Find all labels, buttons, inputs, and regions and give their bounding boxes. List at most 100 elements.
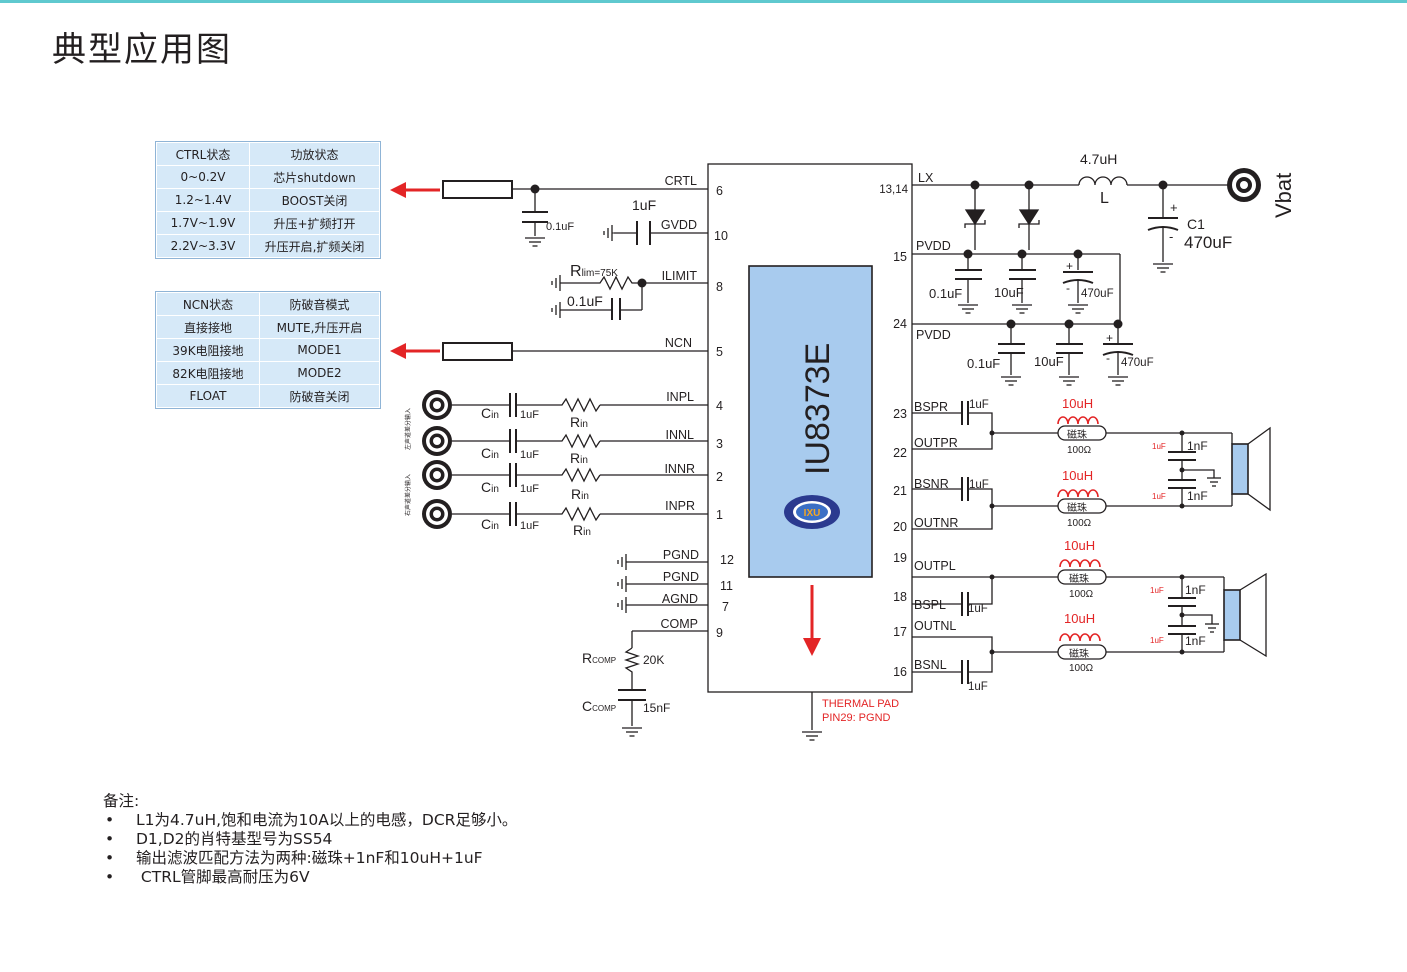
table-cell: 升压+扩频打开: [249, 211, 380, 235]
out-cap-1uF: 1uF: [1152, 492, 1166, 501]
vbat-label: Vbat: [1271, 173, 1296, 218]
pin-name: CRTL: [665, 174, 697, 188]
table-header: CTRL状态: [156, 142, 250, 166]
plus-sign: +: [1066, 259, 1073, 273]
pin-name: OUTPR: [914, 436, 958, 450]
cin-value: 1uF: [520, 449, 539, 461]
chip-logo: IXU: [784, 495, 840, 529]
thermal-pad-label: THERMAL PAD: [822, 698, 899, 710]
pin-name: BSPL: [914, 598, 946, 612]
thermal-pin-label: PIN29: PGND: [822, 712, 891, 724]
table-cell: 0~0.2V: [156, 165, 250, 189]
table-header: 功放状态: [249, 142, 380, 166]
inductor-name: L: [1100, 190, 1109, 207]
out-cap-1uF: 1uF: [1150, 636, 1164, 645]
table-cell: 升压开启,扩频关闭: [249, 234, 380, 258]
ccomp-value: 15nF: [643, 701, 670, 715]
pin-number: 6: [716, 184, 723, 198]
ground-symbols: [524, 224, 1174, 741]
ctrl-cap-label: 0.1uF: [546, 221, 574, 233]
pvdd15-cap1: 0.1uF: [929, 286, 962, 301]
pvdd24-cap1: 0.1uF: [967, 356, 1000, 371]
bead-ohm: 100Ω: [1069, 663, 1094, 674]
c1-plus: +: [1170, 200, 1178, 215]
pin-number: 13,14: [879, 184, 908, 196]
c1-name: C1: [1187, 216, 1205, 232]
rcomp-label: RCOMP: [582, 650, 616, 666]
cin-value: 1uF: [520, 409, 539, 421]
filter-inductor-label: 10uH: [1064, 611, 1095, 626]
pin-number: 12: [720, 553, 734, 567]
pvdd24-cap3: 470uF: [1121, 357, 1154, 369]
bead-ohm: 100Ω: [1067, 518, 1092, 529]
table-cell: 防破音关闭: [259, 384, 380, 408]
pin-number: 16: [893, 665, 907, 679]
pin-name: PVDD: [916, 328, 951, 342]
list-item: L1为4.7uH,饱和电流为10A以上的电感，DCR足够小。: [103, 811, 517, 830]
pin-number: 7: [722, 600, 729, 614]
pin-name: GVDD: [661, 218, 697, 232]
list-item: D1,D2的肖特基型号为SS54: [103, 830, 517, 849]
rin-label: Rin: [570, 450, 588, 466]
input-jack-icons: [422, 390, 452, 529]
pin-number: 1: [716, 508, 723, 522]
pin-number: 23: [893, 407, 907, 421]
notes-heading: 备注:: [103, 792, 140, 810]
minus-sign: -: [1106, 351, 1110, 365]
pin-name: ILIMIT: [662, 269, 698, 283]
input-label-right: 右声道差分输入: [404, 474, 412, 516]
pvdd15-cap2: 10uF: [994, 285, 1024, 300]
minus-sign: -: [1066, 281, 1070, 295]
cin-value: 1uF: [520, 520, 539, 532]
bead-ohm: 100Ω: [1069, 589, 1094, 600]
pin-number: 2: [716, 470, 723, 484]
junction-dots: [530, 180, 1185, 655]
pin-number: 17: [893, 625, 907, 639]
list-item: CTRL管脚最高耐压为6V: [103, 868, 517, 887]
pin-name: INPR: [665, 499, 695, 513]
cin-label: Cin: [481, 516, 499, 532]
pin-name: PVDD: [916, 239, 951, 253]
bs-cap-label: 1uF: [968, 681, 988, 693]
pin-number: 22: [893, 446, 907, 460]
plus-sign: +: [1106, 331, 1113, 345]
pin-name: LX: [918, 171, 934, 185]
list-item: 输出滤波匹配方法为两种:磁珠+1nF和10uH+1uF: [103, 849, 517, 868]
red-arrows: [390, 182, 821, 656]
component-labels: 0.1uF 1uF Rlim=75K 0.1uF Cin 1uF Rin Cin…: [404, 151, 1296, 715]
out-cap-1nF: 1nF: [1187, 489, 1208, 503]
pin-name: PGND: [663, 570, 699, 584]
pin-name: INNR: [664, 462, 695, 476]
pin-name: BSNR: [914, 477, 949, 491]
out-cap-1nF: 1nF: [1187, 439, 1208, 453]
table-cell: 39K电阻接地: [156, 338, 260, 362]
pin-number: 19: [893, 551, 907, 565]
vbat-terminal-icon: [1227, 168, 1261, 202]
page-title: 典型应用图: [52, 30, 232, 70]
pin-name: COMP: [661, 617, 699, 631]
notes-list: L1为4.7uH,饱和电流为10A以上的电感，DCR足够小。 D1,D2的肖特基…: [103, 811, 517, 887]
pin-name: PGND: [663, 548, 699, 562]
table-cell: BOOST关闭: [249, 188, 380, 212]
pin-name: OUTNR: [914, 516, 958, 530]
rin-label: Rin: [573, 522, 591, 538]
filter-inductor-label: 10uH: [1062, 468, 1093, 483]
pin-number: 5: [716, 345, 723, 359]
pvdd24-cap2: 10uF: [1034, 354, 1064, 369]
pin-number: 24: [893, 317, 907, 331]
bead-label: 磁珠: [1069, 647, 1089, 660]
red-labels: 10uH 10uH 10uH 10uH 1uF 1uF 1uF 1uF THER…: [822, 396, 1166, 724]
notes-section: 备注: L1为4.7uH,饱和电流为10A以上的电感，DCR足够小。 D1,D2…: [103, 792, 517, 887]
chip-name: IU8373E: [799, 343, 837, 475]
table-cell: 直接接地: [156, 315, 260, 339]
pin-number: 3: [716, 437, 723, 451]
table-cell: 芯片shutdown: [249, 165, 380, 189]
cin-label: Cin: [481, 405, 499, 421]
